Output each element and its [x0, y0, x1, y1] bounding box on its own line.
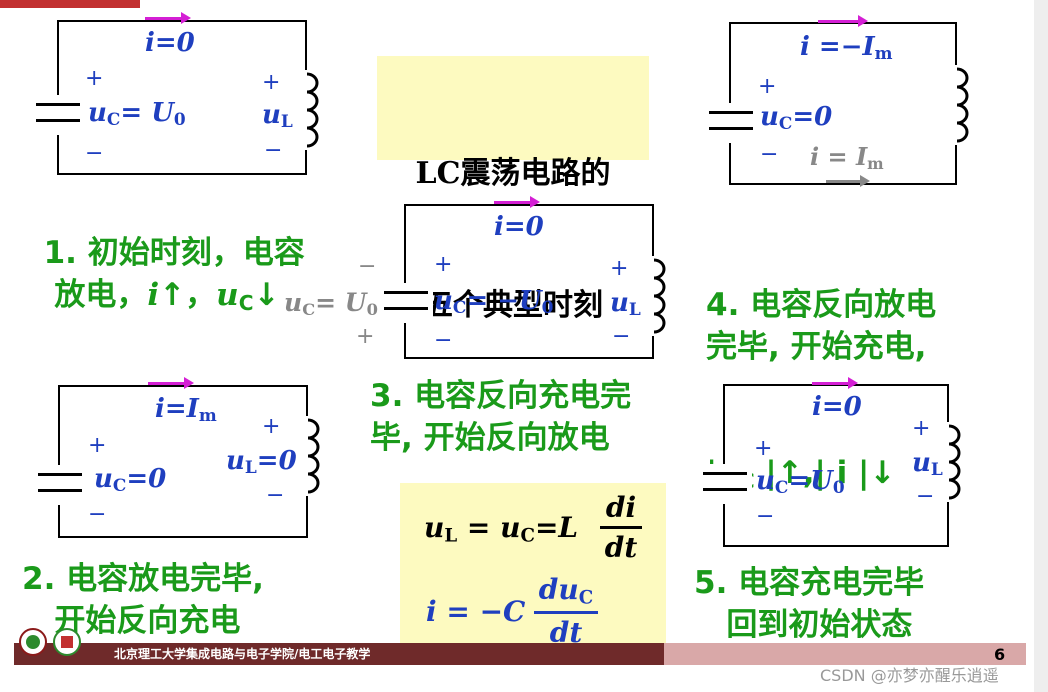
- ul-plus-5: +: [912, 416, 931, 441]
- inductor-4-icon: [943, 65, 969, 145]
- ul-plus-3: +: [610, 256, 629, 281]
- capacitor-5: [697, 464, 752, 504]
- current-arrow-1: [145, 12, 191, 24]
- ul-plus-1: +: [262, 70, 281, 95]
- fraction-1: di dt: [600, 491, 642, 564]
- uc-label-4: uC=0: [760, 102, 833, 134]
- current-arrow-2: [148, 377, 194, 389]
- diagram-title: LC震荡电路的 五个典型时刻: [377, 56, 649, 323]
- gray-uc-label-3: uC= U0: [284, 288, 378, 320]
- gray-current-arrow-4: [826, 175, 870, 187]
- formula-box: uL = uC=L di dt i = −C duC dt: [400, 483, 666, 665]
- ul-minus-5: −: [916, 484, 935, 509]
- caption-4: 4. 电容反向放电 完毕, 开始充电, |uC |↑,| i |↓: [706, 287, 937, 493]
- uc-plus-3: +: [434, 252, 453, 277]
- caption-2: 2. 电容放电完毕, 开始反向充电: [22, 561, 264, 639]
- ul-label-5: uL: [912, 448, 943, 480]
- ul-minus-1: −: [264, 138, 283, 163]
- footer-bar: 北京理工大学集成电路与电子学院/电工电子教学: [14, 628, 664, 665]
- fraction-1-denominator: dt: [604, 531, 638, 564]
- caption-5: 5. 电容充电完毕 回到初始状态: [694, 565, 925, 643]
- uc-label-5: uC=U0: [756, 466, 845, 498]
- caption-3: 3. 电容反向充电完 毕, 开始反向放电: [370, 378, 632, 456]
- footer-text: 北京理工大学集成电路与电子学院/电工电子教学: [114, 647, 371, 661]
- uc-minus-5: −: [756, 504, 775, 529]
- inductor-2-icon: [294, 416, 320, 496]
- ul-label-3: uL: [610, 288, 641, 320]
- uc-plus-5: +: [754, 436, 773, 461]
- page-number: 6: [994, 645, 1006, 664]
- capacitor-2: [32, 465, 87, 505]
- uc-minus-1: −: [85, 141, 104, 166]
- school-logo-icon: [53, 628, 81, 656]
- formula-line-1: uL = uC=L: [424, 511, 579, 547]
- current-label-1: i=0: [145, 28, 195, 58]
- uc-plus-1: +: [85, 66, 104, 91]
- current-label-3: i=0: [494, 212, 544, 242]
- caption-1: 1. 初始时刻，电容 放电，i↑，uC↓: [43, 235, 305, 316]
- corner-decoration: [0, 0, 140, 8]
- inductor-1-icon: [293, 70, 319, 150]
- inductor-3-icon: [640, 256, 666, 336]
- formula-line-2: i = −C: [426, 595, 526, 628]
- footer-right-bar: [664, 643, 1026, 665]
- university-logo-icon: [19, 628, 47, 656]
- ul-minus-3: −: [612, 324, 631, 349]
- current-label-5: i=0: [812, 392, 862, 422]
- uc-minus-3: −: [434, 328, 453, 353]
- gray-minus-3: −: [358, 254, 377, 279]
- uc-plus-2: +: [88, 433, 107, 458]
- current-label-2: i=Im: [155, 394, 217, 426]
- capacitor-3: [378, 283, 433, 323]
- ul-minus-2: −: [266, 483, 285, 508]
- ul-label-1: uL: [262, 100, 293, 132]
- gray-current-label-4: i = Im: [810, 142, 884, 173]
- fraction-2-numerator: duC: [538, 573, 594, 609]
- ul-plus-2: +: [262, 414, 281, 439]
- current-arrow-4: [818, 15, 868, 27]
- watermark: CSDN @亦梦亦醒乐逍遥: [820, 666, 999, 685]
- fraction-1-numerator: di: [605, 491, 637, 524]
- ul-label-2: uL=0: [226, 446, 297, 478]
- current-arrow-3: [494, 196, 540, 208]
- uc-minus-2: −: [88, 502, 107, 527]
- current-label-4: i =−Im: [800, 32, 893, 64]
- uc-label-3: uC= −U0: [434, 286, 554, 318]
- capacitor-1: [30, 95, 85, 135]
- inductor-5-icon: [935, 422, 961, 502]
- gray-plus-3: +: [356, 324, 375, 349]
- capacitor-4: [703, 103, 758, 143]
- uc-plus-4: +: [758, 74, 777, 99]
- fraction-2: duC dt: [534, 573, 598, 649]
- current-arrow-5: [812, 377, 858, 389]
- scrollbar[interactable]: [1034, 0, 1048, 692]
- uc-label-2: uC=0: [94, 464, 167, 496]
- uc-label-1: uC= U0: [88, 98, 186, 130]
- uc-minus-4: −: [760, 142, 779, 167]
